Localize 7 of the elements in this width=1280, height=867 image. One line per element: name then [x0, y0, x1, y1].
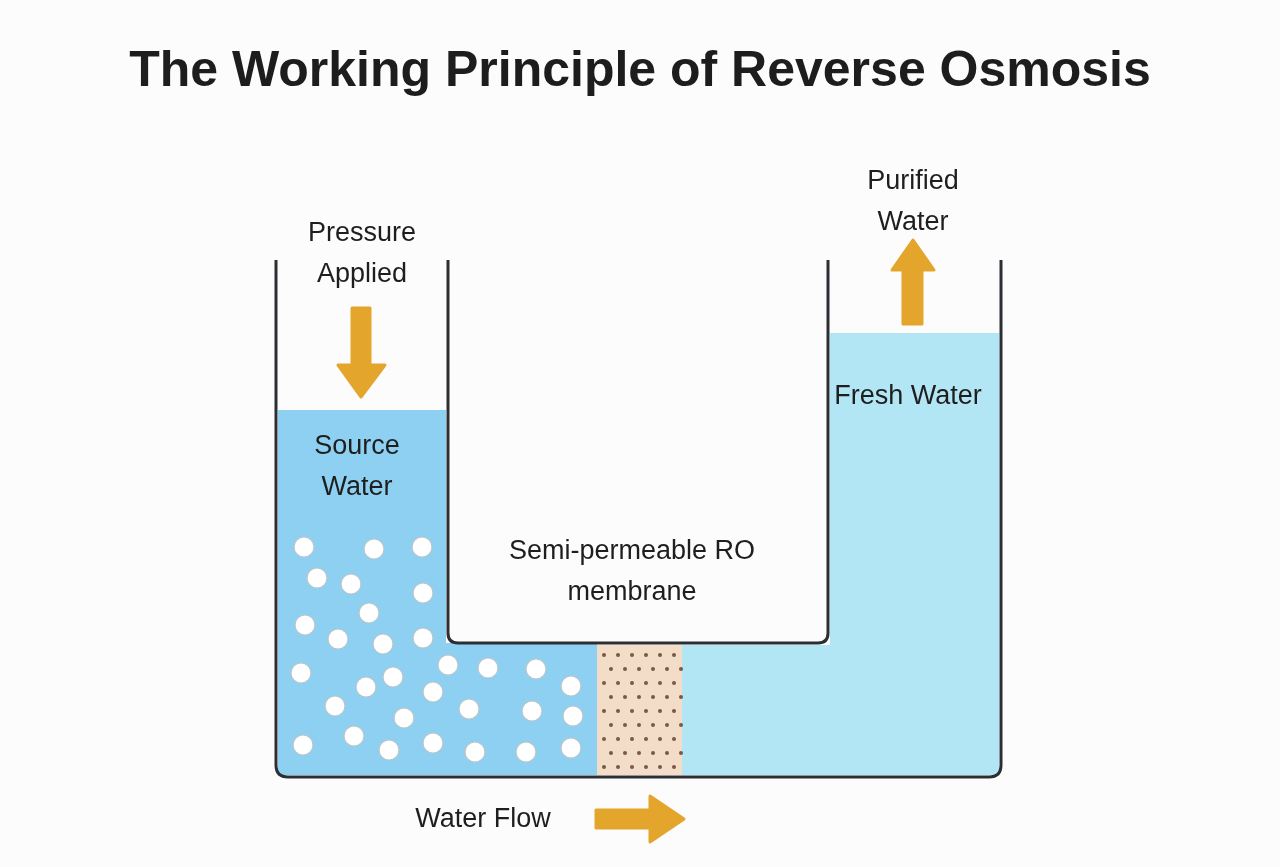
title: The Working Principle of Reverse Osmosis	[128, 40, 1152, 98]
label: Water Flow	[414, 802, 552, 835]
label: Fresh Water	[833, 379, 983, 412]
label: Purified Water	[866, 164, 960, 238]
label: Pressure Applied	[306, 216, 417, 290]
label: Semi-permeable RO membrane	[507, 534, 757, 608]
label: Source Water	[313, 429, 401, 503]
